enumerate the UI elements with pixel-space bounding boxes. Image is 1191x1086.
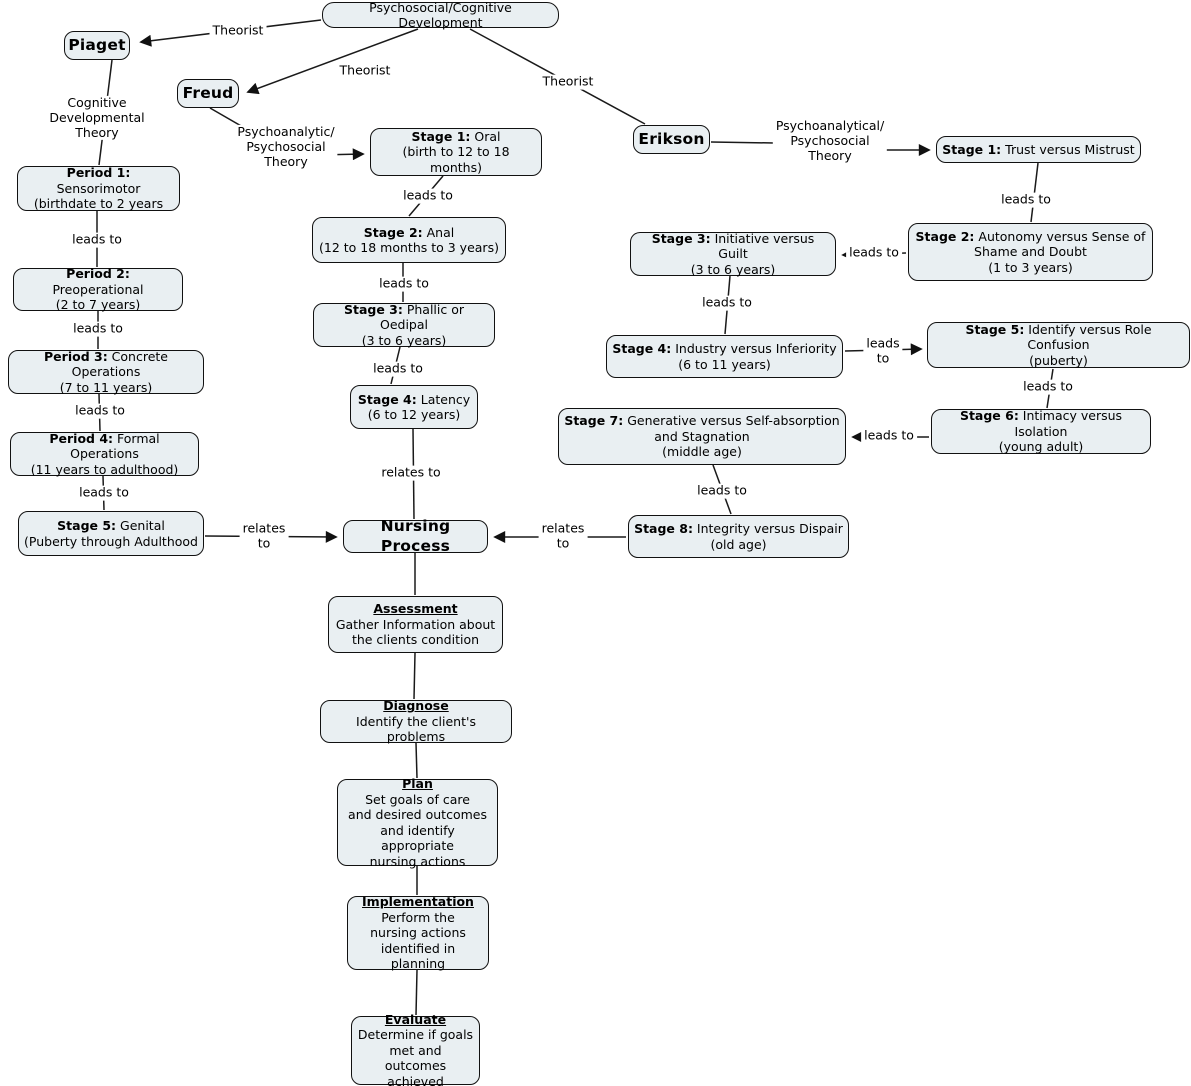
edge-label-relates-integrity-nursing[interactable]: relates to — [538, 520, 588, 551]
node-erikson-stage-4-industry[interactable]: Stage 4: Industry versus Inferiority (6 … — [606, 335, 843, 378]
node-period-1[interactable]: Period 1: Sensorimotor (birthdate to 2 y… — [17, 165, 180, 211]
edge-implementation-evaluate — [415, 969, 418, 1016]
node-piaget-stage-5-genital[interactable]: Stage 5: Genital (Puberty through Adulth… — [18, 511, 204, 556]
edge-label-leads-autonomy-initiative[interactable]: leads to — [846, 245, 902, 261]
erikson-label: Erikson — [638, 129, 705, 148]
edge-label-theorist-freud[interactable]: Theorist — [336, 63, 394, 79]
node-root-topic[interactable]: Psychosocial/Cognitive Development — [322, 0, 559, 30]
edge-label-theorist-erikson[interactable]: Theorist — [539, 74, 597, 90]
node-erikson-stage-6-intimacy[interactable]: Stage 6: Intimacy versus Isolation (youn… — [931, 408, 1151, 454]
edge-assessment-diagnose — [413, 652, 416, 700]
edge-label-relates-genital-nursing[interactable]: relates to — [239, 520, 289, 551]
edge-label-leads-initiative-industry[interactable]: leads to — [699, 295, 755, 311]
edge-label-freud-theory[interactable]: Psychoanalytic/ Psychosocial Theory — [234, 124, 338, 170]
edge-label-leads-p1-p2[interactable]: leads to — [69, 232, 125, 248]
node-erikson-stage-2-autonomy[interactable]: Stage 2: Autonomy versus Sense of Shame … — [908, 223, 1153, 281]
edge-label-leads-generative-integrity[interactable]: leads to — [694, 483, 750, 499]
edge-label-leads-p2-p3[interactable]: leads to — [70, 321, 126, 337]
node-theorist-freud[interactable]: Freud — [177, 79, 239, 108]
edge-label-leads-oral-anal[interactable]: leads to — [400, 188, 456, 204]
node-step-diagnose[interactable]: Diagnose Identify the client's problems — [320, 698, 512, 744]
edge-erikson-theory — [710, 141, 775, 144]
edge-label-leads-anal-phallic[interactable]: leads to — [376, 276, 432, 292]
edge-root-freud — [246, 28, 419, 95]
node-freud-stage-3-phallic[interactable]: Stage 3: Phallic or Oedipal (3 to 6 year… — [313, 302, 495, 348]
edge-label-theorist-piaget[interactable]: Theorist — [209, 23, 267, 39]
node-erikson-stage-5-identity[interactable]: Stage 5: Identify versus Role Confusion … — [927, 322, 1190, 368]
node-nursing-process[interactable]: Nursing Process — [343, 517, 488, 555]
node-theorist-erikson[interactable]: Erikson — [633, 125, 710, 154]
node-erikson-stage-8-integrity[interactable]: Stage 8: Integrity versus Dispair (old a… — [628, 515, 849, 558]
node-erikson-stage-7-generative[interactable]: Stage 7: Generative versus Self-absorpti… — [558, 408, 846, 465]
node-erikson-stage-3-initiative[interactable]: Stage 3: Initiative versus Guilt (3 to 6… — [630, 231, 836, 277]
freud-label: Freud — [182, 83, 234, 102]
node-freud-stage-1-oral[interactable]: Stage 1: Oral (birth to 12 to 18 months) — [370, 128, 542, 176]
node-theorist-piaget[interactable]: Piaget — [64, 31, 130, 60]
node-step-assessment[interactable]: Assessment Gather Information about the … — [328, 596, 503, 653]
edge-label-relates-latency-nursing[interactable]: relates to — [378, 465, 444, 481]
node-period-4[interactable]: Period 4: Formal Operations (11 years to… — [10, 431, 199, 477]
edge-label-erikson-theory[interactable]: Psychoanalytical/ Psychosocial Theory — [772, 118, 888, 164]
node-step-plan[interactable]: Plan Set goals of care and desired outco… — [337, 776, 498, 869]
root-topic-label: Psychosocial/Cognitive Development — [369, 0, 512, 30]
node-period-2[interactable]: Period 2: Preoperational (2 to 7 years) — [13, 266, 183, 312]
node-freud-stage-4-latency[interactable]: Stage 4: Latency (6 to 12 years) — [350, 385, 478, 429]
edge-label-leads-trust-autonomy[interactable]: leads to — [998, 192, 1054, 208]
edge-label-leads-p3-p4[interactable]: leads to — [72, 403, 128, 419]
node-freud-stage-2-anal[interactable]: Stage 2: Anal (12 to 18 months to 3 year… — [312, 217, 506, 263]
piaget-label: Piaget — [68, 35, 126, 54]
nursing-process-label: Nursing Process — [380, 517, 451, 555]
edge-label-cognitive-theory[interactable]: Cognitive Developmental Theory — [46, 95, 148, 141]
node-period-3[interactable]: Period 3: Concrete Operations (7 to 11 y… — [8, 349, 204, 395]
edge-label-leads-phallic-latency[interactable]: leads to — [370, 361, 426, 377]
edge-label-leads-industry-identity[interactable]: leads to — [863, 335, 903, 366]
edge-trust-autonomy — [1030, 162, 1039, 223]
node-erikson-stage-1-trust[interactable]: Stage 1: Trust versus Mistrust — [936, 136, 1141, 163]
edge-diagnose-plan — [415, 742, 418, 779]
edge-label-leads-identity-intimacy[interactable]: leads to — [1020, 379, 1076, 395]
node-step-evaluate[interactable]: Evaluate Determine if goals met and outc… — [351, 1012, 480, 1086]
edge-label-leads-p4-genital[interactable]: leads to — [76, 485, 132, 501]
edge-label-leads-intimacy-generative[interactable]: leads to — [861, 428, 917, 444]
node-step-implementation[interactable]: Implementation Perform the nursing actio… — [347, 894, 489, 971]
